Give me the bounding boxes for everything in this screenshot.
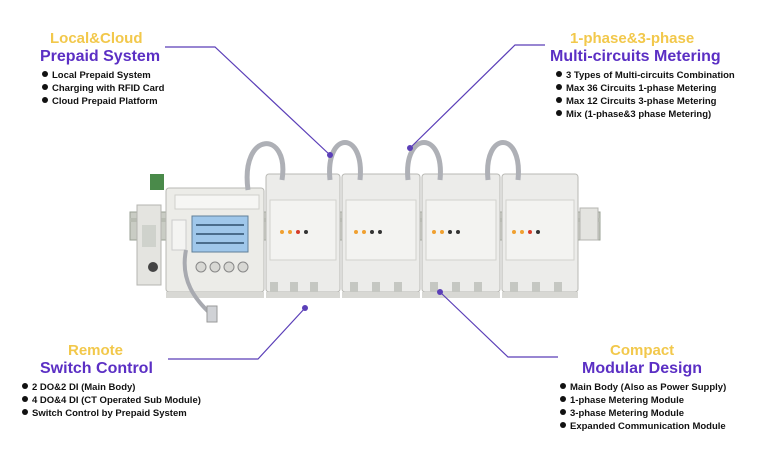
list-item: Mix (1-phase&3 phase Metering): [556, 108, 735, 121]
list-item: 4 DO&4 DI (CT Operated Sub Module): [22, 394, 201, 407]
button-icon: [195, 261, 207, 273]
bullet-icon: [560, 383, 566, 389]
metering-module: [501, 173, 579, 298]
main-body-module: [165, 187, 265, 298]
button-icon: [209, 261, 221, 273]
list-item: Local Prepaid System: [42, 69, 164, 82]
jumper-cable: [244, 141, 286, 191]
block-kicker: Remote: [68, 342, 124, 359]
feature-block-modular: Compact Modular Design Main Body (Also a…: [560, 342, 726, 433]
metering-module: [421, 173, 501, 298]
feature-list: Local Prepaid System Charging with RFID …: [42, 69, 164, 108]
bullet-icon: [42, 97, 48, 103]
list-item: Switch Control by Prepaid System: [22, 407, 201, 420]
bullet-icon: [556, 84, 562, 90]
bullet-icon: [42, 84, 48, 90]
bullet-icon: [22, 409, 28, 415]
block-title: Prepaid System: [40, 48, 161, 65]
block-title: Multi-circuits Metering: [550, 48, 721, 65]
list-item: Expanded Communication Module: [560, 420, 726, 433]
block-title: Switch Control: [40, 360, 153, 377]
jumper-cable: [485, 140, 521, 181]
feature-list: Main Body (Also as Power Supply) 1-phase…: [560, 381, 726, 433]
block-kicker: Local&Cloud: [50, 30, 143, 47]
block-title: Modular Design: [582, 360, 703, 377]
bullet-icon: [22, 396, 28, 402]
bullet-icon: [22, 383, 28, 389]
block-kicker: 1-phase&3-phase: [570, 30, 695, 47]
feature-list: 2 DO&2 DI (Main Body) 4 DO&4 DI (CT Oper…: [22, 381, 201, 420]
list-item: Max 36 Circuits 1-phase Metering: [556, 82, 735, 95]
bullet-icon: [560, 409, 566, 415]
jumper-cable: [405, 140, 443, 181]
button-icon: [223, 261, 235, 273]
bullet-icon: [556, 97, 562, 103]
jumper-cable: [327, 140, 363, 181]
metering-module: [265, 173, 341, 298]
block-kicker: Compact: [610, 342, 675, 359]
button-icon: [237, 261, 249, 273]
feature-block-switch: Remote Switch Control 2 DO&2 DI (Main Bo…: [22, 342, 201, 420]
bullet-icon: [556, 71, 562, 77]
list-item: 3 Types of Multi-circuits Combination: [556, 69, 735, 82]
bullet-icon: [560, 422, 566, 428]
list-item: 1-phase Metering Module: [560, 394, 726, 407]
list-item: 2 DO&2 DI (Main Body): [22, 381, 201, 394]
feature-block-metering: 1-phase&3-phase Multi-circuits Metering …: [550, 30, 735, 121]
list-item: Main Body (Also as Power Supply): [560, 381, 726, 394]
list-item: Max 12 Circuits 3-phase Metering: [556, 95, 735, 108]
callout-line: [409, 44, 545, 149]
bullet-icon: [42, 71, 48, 77]
feature-list: 3 Types of Multi-circuits Combination Ma…: [556, 69, 735, 121]
bullet-icon: [556, 110, 562, 116]
list-item: Charging with RFID Card: [42, 82, 164, 95]
list-item: Cloud Prepaid Platform: [42, 95, 164, 108]
feature-block-prepaid: Local&Cloud Prepaid System Local Prepaid…: [40, 30, 164, 108]
list-item: 3-phase Metering Module: [560, 407, 726, 420]
callout-line: [439, 291, 558, 358]
callout-line: [165, 46, 331, 156]
bullet-icon: [560, 396, 566, 402]
callout-line: [168, 307, 306, 360]
metering-module: [341, 173, 421, 298]
